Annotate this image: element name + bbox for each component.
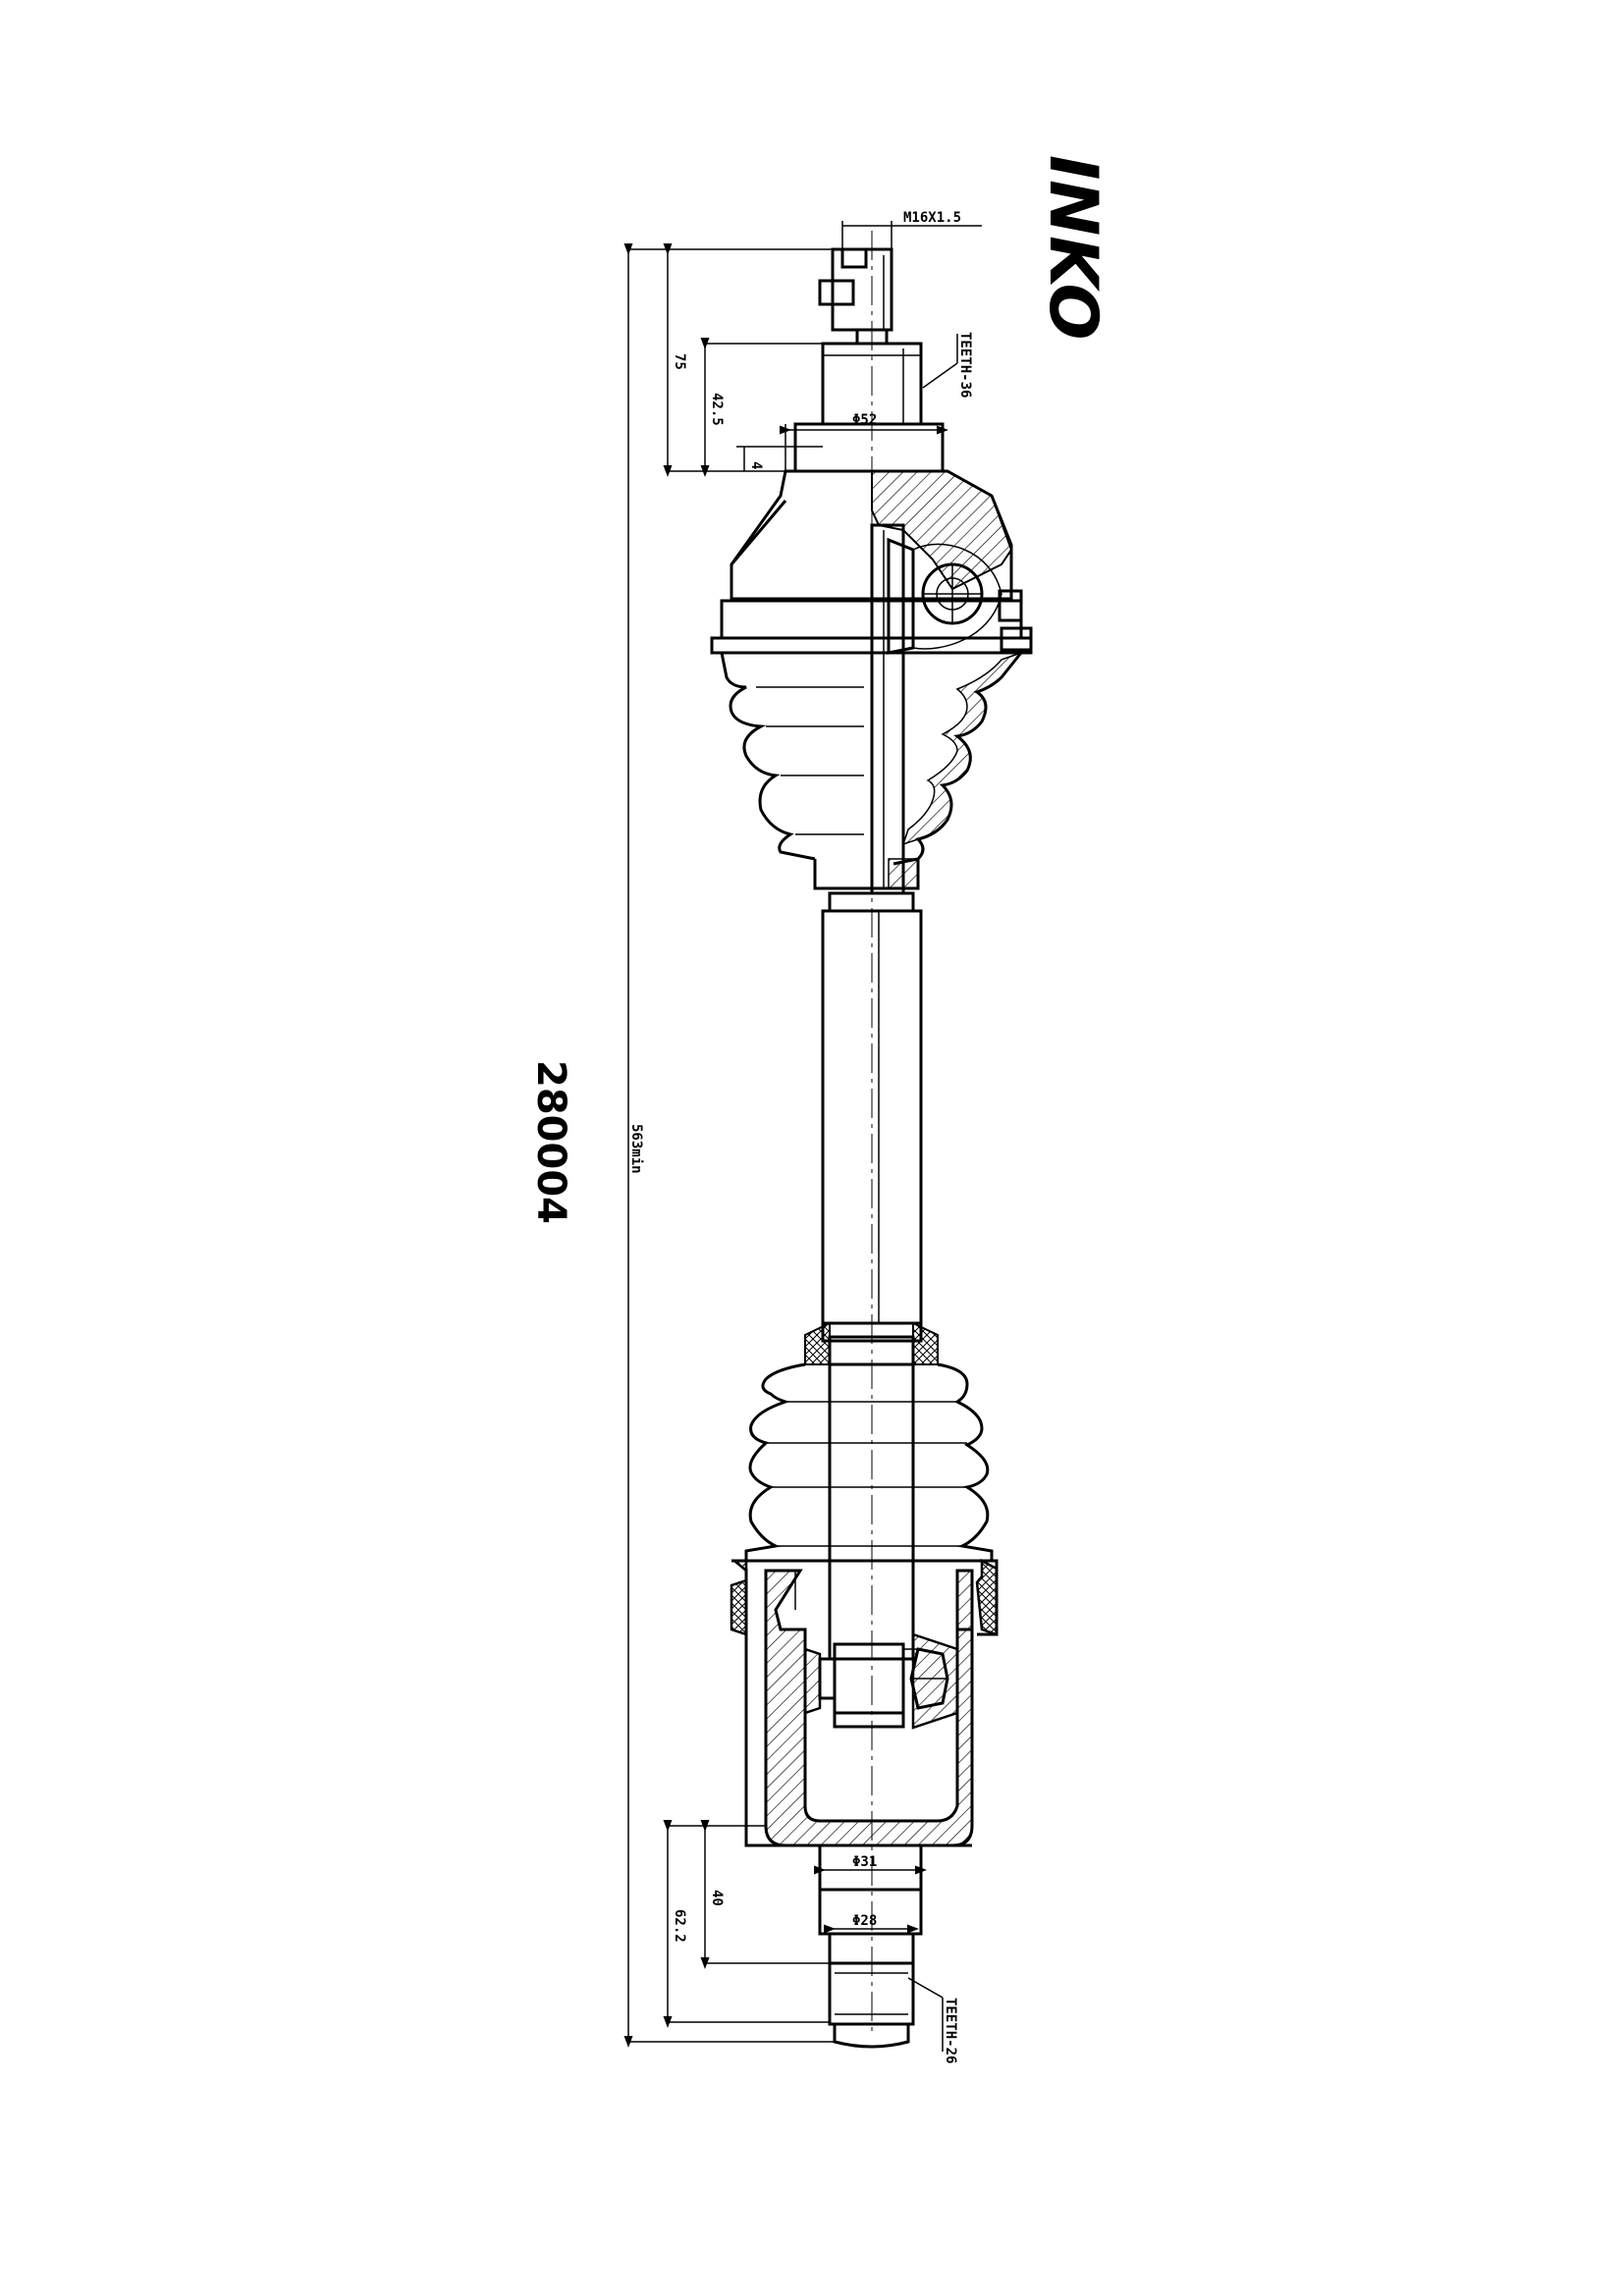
bottom-dimensions	[663, 1820, 944, 2052]
overall-length-dimension	[623, 243, 835, 2048]
bottom-diameter-31-label: Φ31	[852, 1854, 877, 1870]
top-threaded-stud	[818, 247, 893, 346]
bottom-diameter-28-label: Φ28	[852, 1913, 877, 1929]
brand-logo: INKO	[1034, 155, 1111, 340]
outer-cv-housing	[730, 469, 1033, 655]
teeth-top-label: TEETH-36	[957, 332, 973, 398]
top-spline-stub	[793, 342, 945, 473]
inner-tripod-boot	[744, 1321, 994, 1661]
top-length-42-5-label: 42.5	[709, 393, 725, 426]
top-length-4-label: 4	[748, 461, 764, 469]
part-number: 280004	[528, 1060, 573, 1224]
bottom-length-40-label: 40	[709, 1890, 725, 1906]
top-length-75-label: 75	[672, 353, 687, 370]
top-dimensions	[628, 221, 982, 477]
overall-length-label: 563min	[628, 1124, 644, 1174]
tripod-housing	[730, 1558, 999, 1847]
outer-cv-boot	[710, 599, 1033, 890]
bottom-length-62-2-label: 62.2	[672, 1909, 687, 1943]
thread-label: M16X1.5	[903, 210, 961, 226]
main-shaft	[821, 891, 923, 1343]
teeth-bottom-label: TEETH-26	[943, 1998, 958, 2063]
bottom-spline-stub	[818, 1845, 923, 2049]
top-diameter-label: Φ52	[852, 412, 877, 428]
